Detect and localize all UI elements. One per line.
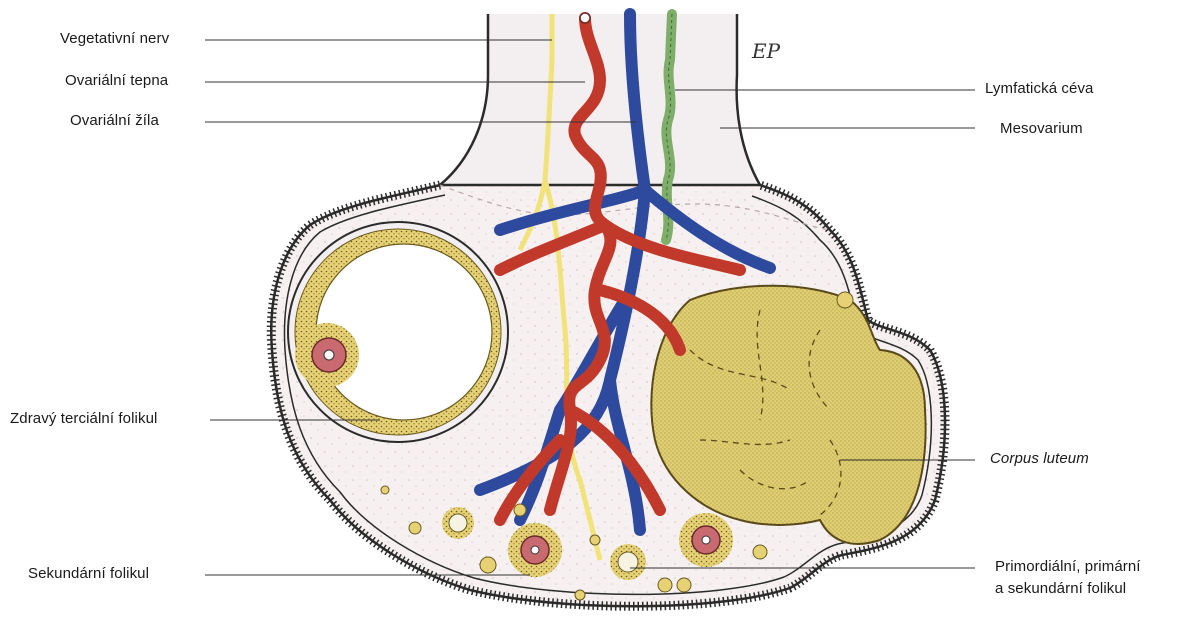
label-secondary-follicle: Sekundární folikul	[28, 565, 149, 582]
label-ovarian-artery: Ovariální tepna	[65, 72, 168, 89]
signature: EP	[751, 39, 781, 63]
label-small-follicles: Primordiální, primární a sekundární foli…	[995, 556, 1141, 600]
tertiary-follicle	[288, 222, 508, 442]
label-tertiary-follicle: Zdravý terciální folikul	[10, 410, 157, 427]
label-mesovarium: Mesovarium	[1000, 120, 1083, 137]
label-corpus-luteum: Corpus luteum	[990, 450, 1089, 467]
label-lymphatic-vessel: Lymfatická céva	[985, 80, 1094, 97]
label-ovarian-vein: Ovariální žíla	[70, 112, 159, 129]
label-vegetative-nerve: Vegetativní nerv	[60, 30, 169, 47]
